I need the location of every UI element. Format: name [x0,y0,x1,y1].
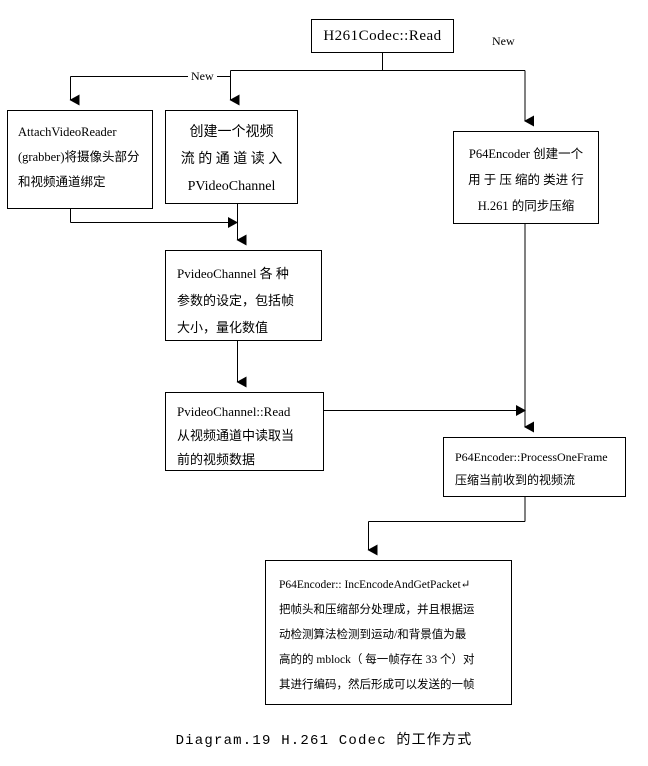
node-line: P64Encoder:: IncEncodeAndGetPacket↵ [279,579,471,591]
node-line: 大小，量化数值 [177,320,269,335]
node-line: PvideoChannel::Read [177,404,291,419]
node-line: 和视频通道绑定 [18,175,106,189]
node-line: P64Encoder 创建一个 [468,147,584,161]
node-line: 创建一个视频 [189,125,274,140]
node-p64encoder-create[interactable]: P64Encoder 创建一个 用 于 压 缩的 类进 行 H.261 的同步压… [453,131,599,224]
node-line: 参数的设定，包括帧 [177,293,295,308]
node-line: 前的视频数据 [177,452,256,467]
edge-label-new-left: New [188,69,217,84]
node-p64encoder-processoneframe[interactable]: P64Encoder::ProcessOneFrame 压缩当前收到的视频流 [443,437,626,497]
node-h261codec-read[interactable]: H261Codec::Read [311,19,454,53]
node-line: (grabber)将摄像头部分 [18,150,140,164]
node-pvideochannel-params[interactable]: PvideoChannel 各 种 参数的设定，包括帧 大小，量化数值 [165,250,322,341]
node-attach-video-reader[interactable]: AttachVideoReader (grabber)将摄像头部分 和视频通道绑… [7,110,153,209]
node-line: 高的的 mblock（ 每一帧存在 33 个）对 [279,654,475,666]
node-create-video-channel[interactable]: 创建一个视频 流 的 通 道 读 入 PVideoChannel [165,110,298,204]
node-line: H.261 的同步压缩 [477,199,575,213]
node-line: 从视频通道中读取当 [177,428,295,443]
node-line: 流 的 通 道 读 入 [180,152,283,167]
node-line: AttachVideoReader [18,125,117,139]
node-line: 用 于 压 缩的 类进 行 [468,173,584,187]
node-line: P64Encoder::ProcessOneFrame [455,450,608,464]
diagram-caption: Diagram.19 H.261 Codec 的工作方式 [175,733,473,749]
node-line: PVideoChannel [187,179,276,194]
edge-label-new-right: New [489,34,518,49]
node-line: 压缩当前收到的视频流 [455,473,576,487]
node-line: PvideoChannel 各 种 [177,266,289,281]
node-line: 其进行编码，然后形成可以发送的一帧 [279,679,475,691]
node-line: 动检测算法检测到运动/和背景值为最 [279,629,467,641]
node-pvideochannel-read[interactable]: PvideoChannel::Read 从视频通道中读取当 前的视频数据 [165,392,324,471]
node-line: H261Codec::Read [323,28,442,44]
node-p64encoder-incencodeandgetpacket[interactable]: P64Encoder:: IncEncodeAndGetPacket↵ 把帧头和… [265,560,512,705]
node-line: 把帧头和压缩部分处理成，并且根据运 [279,604,475,616]
